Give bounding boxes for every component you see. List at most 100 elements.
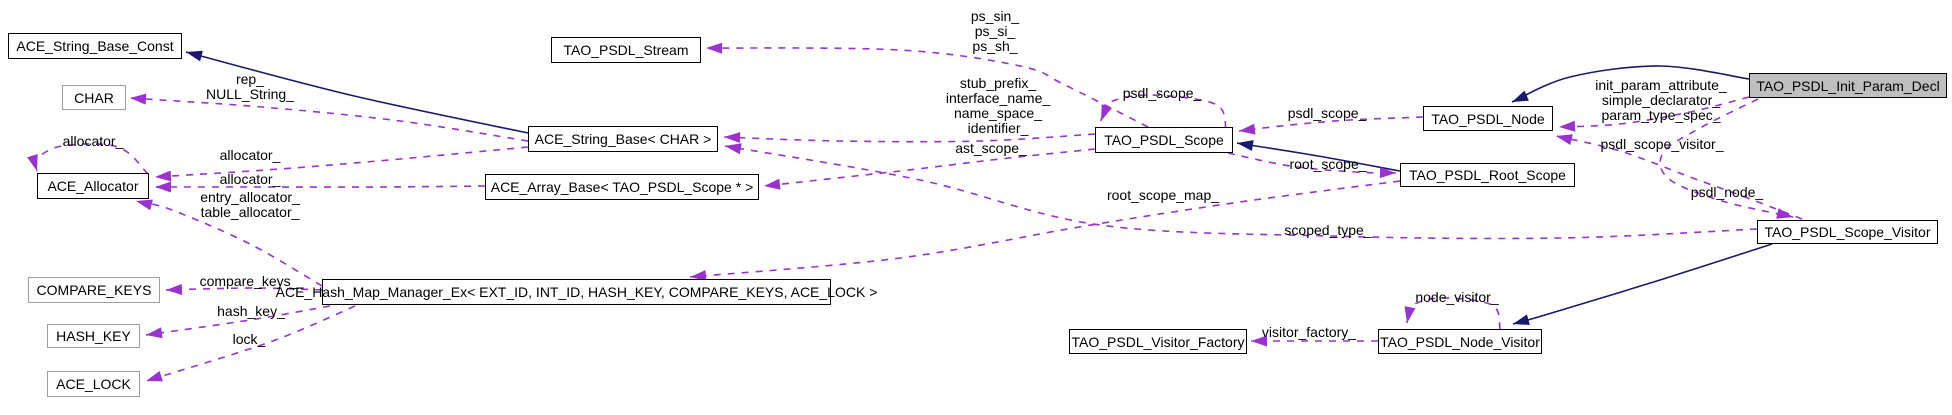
class-node-tao-psdl-stream[interactable]: TAO_PSDL_Stream [551, 37, 701, 63]
edge-member-name: init_param_attribute_ [1595, 77, 1727, 93]
class-node-label: TAO_PSDL_Visitor_Factory [1071, 333, 1245, 350]
edge-label-ps_sin: ps_sin_ps_si_ps_sh_ [971, 9, 1019, 54]
edge-label-node_visitor: node_visitor_ [1415, 290, 1498, 305]
class-node-ace-allocator[interactable]: ACE_Allocator [37, 173, 149, 199]
class-node-label: ACE_Allocator [47, 178, 139, 194]
inheritance-edge-tao-psdl-root-scope-to-tao-psdl-scope [1236, 140, 1401, 172]
edge-label-stub_prefix: stub_prefix_interface_name_name_space_id… [946, 76, 1050, 136]
class-node-label: TAO_PSDL_Node_Visitor [1380, 333, 1540, 350]
class-node-label: ACE_String_Base< CHAR > [534, 131, 712, 147]
class-node-label: TAO_PSDL_Scope_Visitor [1764, 224, 1931, 240]
usage-edge-ace-hash-map-to-ace-allocator [135, 199, 323, 287]
edge-label-psdl_scope: psdl_scope_ [1123, 86, 1202, 101]
edge-label-visitor_factory: visitor_factory_ [1262, 325, 1356, 340]
edge-member-name: ast_scope_ [955, 140, 1027, 156]
class-node-label: ACE_LOCK [56, 376, 131, 392]
class-node-label: ACE_Hash_Map_Manager_Ex< EXT_ID, INT_ID,… [275, 284, 878, 300]
usage-edge-tao-psdl-scope-to-tao-psdl-root-scope [1227, 152, 1397, 179]
class-node-tao-psdl-node-visitor[interactable]: TAO_PSDL_Node_Visitor [1378, 329, 1542, 354]
edge-member-name: psdl_node_ [1690, 184, 1764, 200]
edge-label-allocator: allocator_ [220, 172, 281, 187]
edge-member-name: psdl_scope_ [1287, 105, 1367, 121]
edge-member-name: root_scope_ [1289, 156, 1367, 172]
class-node-ace-string-base-const[interactable]: ACE_String_Base_Const [8, 33, 182, 59]
class-node-label: TAO_PSDL_Init_Param_Decl [1756, 77, 1940, 94]
class-node-tao-psdl-visitor-factory[interactable]: TAO_PSDL_Visitor_Factory [1069, 329, 1247, 354]
edge-member-name: NULL_String_ [206, 86, 294, 102]
class-node-ace-lock: ACE_LOCK [47, 371, 140, 397]
usage-edge-ace-string-base-char-to-ace-allocator [154, 146, 529, 182]
edge-label-hash_key: hash_key_ [217, 304, 285, 319]
edge-member-name: rep_ [235, 71, 265, 87]
edge-label-allocator: allocator_ [220, 148, 281, 163]
usage-edge-tao-psdl-node-to-tao-psdl-scope [1238, 116, 1424, 135]
edge-label-lock: lock_ [233, 332, 266, 347]
usage-edge-tao-psdl-init-param-decl-to-tao-psdl-scope-visitor [1659, 98, 1794, 219]
class-node-label: TAO_PSDL_Scope [1104, 132, 1224, 148]
edge-member-name: ps_si_ [974, 23, 1016, 39]
edge-member-name: interface_name_ [945, 90, 1051, 106]
edge-member-name: name_space_ [954, 105, 1042, 121]
edge-label-init_param_attribute: init_param_attribute_simple_declarator_p… [1595, 78, 1727, 123]
inheritance-edge-tao-psdl-init-param-decl-to-tao-psdl-node [1511, 65, 1750, 103]
edge-member-name: lock_ [232, 331, 266, 347]
class-node-label: CHAR [74, 89, 114, 106]
class-node-ace-hash-map[interactable]: ACE_Hash_Map_Manager_Ex< EXT_ID, INT_ID,… [276, 279, 877, 305]
inheritance-edge-ace-string-base-char-to-ace-string-base-const [185, 50, 529, 134]
class-node-tao-psdl-scope-visitor[interactable]: TAO_PSDL_Scope_Visitor [1757, 220, 1938, 244]
edge-label-entry_allocator: entry_allocator_table_allocator_ [200, 190, 300, 220]
usage-edge-tao-psdl-init-param-decl-to-tao-psdl-node [1558, 96, 1750, 132]
class-node-ace-array-base[interactable]: ACE_Array_Base< TAO_PSDL_Scope * > [485, 174, 759, 200]
usage-edge-tao-psdl-node-visitor-to-tao-psdl-node-visitor [1404, 297, 1501, 330]
edge-member-name: scoped_type_ [1284, 222, 1372, 238]
inheritance-edge-tao-psdl-scope-visitor-to-tao-psdl-node-visitor [1512, 243, 1773, 325]
usage-edge-tao-psdl-scope-to-ace-array-base [763, 148, 1096, 190]
edge-label-rep: rep_NULL_String_ [206, 72, 294, 102]
usage-edge-ace-allocator-to-ace-allocator [27, 143, 149, 175]
usage-edge-tao-psdl-scope-visitor-to-ace-string-base-char [724, 143, 1758, 240]
class-node-label: ACE_Array_Base< TAO_PSDL_Scope * > [490, 179, 754, 195]
edge-member-name: psdl_scope_ [1122, 85, 1202, 101]
usage-edge-ace-hash-map-to-ace-lock [145, 305, 356, 382]
edge-member-name: entry_allocator_ [200, 189, 300, 205]
usage-edge-tao-psdl-scope-to-ace-string-base-char [723, 132, 1096, 143]
class-node-label: TAO_PSDL_Stream [563, 42, 689, 58]
usage-edge-ace-string-base-char-to-char [129, 93, 529, 142]
edge-member-name: simple_declarator_ [1601, 92, 1721, 108]
edge-label-ast_scope: ast_scope_ [955, 141, 1027, 156]
class-node-char: CHAR [62, 85, 126, 110]
class-node-label: TAO_PSDL_Root_Scope [1409, 167, 1566, 183]
edge-member-name: identifier_ [967, 120, 1029, 136]
class-node-label: HASH_KEY [56, 328, 131, 344]
edge-member-name: hash_key_ [217, 303, 285, 319]
usage-edge-tao-psdl-scope-visitor-to-tao-psdl-node [1555, 134, 1803, 220]
class-node-label: TAO_PSDL_Node [1431, 110, 1545, 127]
class-node-hash-key: HASH_KEY [47, 324, 140, 348]
edge-member-name: allocator_ [219, 171, 281, 187]
edge-member-name: node_visitor_ [1415, 289, 1499, 305]
class-node-label: COMPARE_KEYS [36, 282, 152, 298]
usage-edge-tao-psdl-root-scope-to-ace-hash-map [689, 180, 1401, 281]
usage-edge-tao-psdl-scope-to-tao-psdl-scope [1100, 94, 1227, 129]
edge-label-compare_keys: compare_keys_ [200, 274, 299, 289]
edge-label-root_scope: root_scope_ [1289, 157, 1366, 172]
edge-label-psdl_scope: psdl_scope_ [1288, 106, 1367, 121]
edge-member-name: ps_sin_ [970, 8, 1020, 24]
edge-member-name: psdl_scope_visitor_ [1600, 136, 1724, 152]
edge-label-psdl_node: psdl_node_ [1691, 185, 1763, 200]
class-node-tao-psdl-root-scope[interactable]: TAO_PSDL_Root_Scope [1400, 163, 1575, 187]
class-node-tao-psdl-init-param-decl: TAO_PSDL_Init_Param_Decl [1749, 73, 1947, 98]
class-node-compare-keys: COMPARE_KEYS [28, 277, 160, 303]
edge-member-name: root_scope_map_ [1106, 187, 1220, 203]
edge-label-psdl_scope_visitor: psdl_scope_visitor_ [1601, 137, 1724, 152]
class-node-ace-string-base-char[interactable]: ACE_String_Base< CHAR > [528, 126, 718, 152]
usage-edge-tao-psdl-node-visitor-to-tao-psdl-visitor-factory [1251, 335, 1379, 347]
edge-member-name: visitor_factory_ [1261, 324, 1357, 340]
edge-member-name: table_allocator_ [200, 204, 300, 220]
edge-label-allocator: allocator_ [63, 134, 124, 149]
edge-member-name: param_type_spec_ [1601, 107, 1721, 123]
class-node-tao-psdl-node[interactable]: TAO_PSDL_Node [1423, 106, 1553, 131]
class-node-tao-psdl-scope[interactable]: TAO_PSDL_Scope [1095, 127, 1233, 153]
